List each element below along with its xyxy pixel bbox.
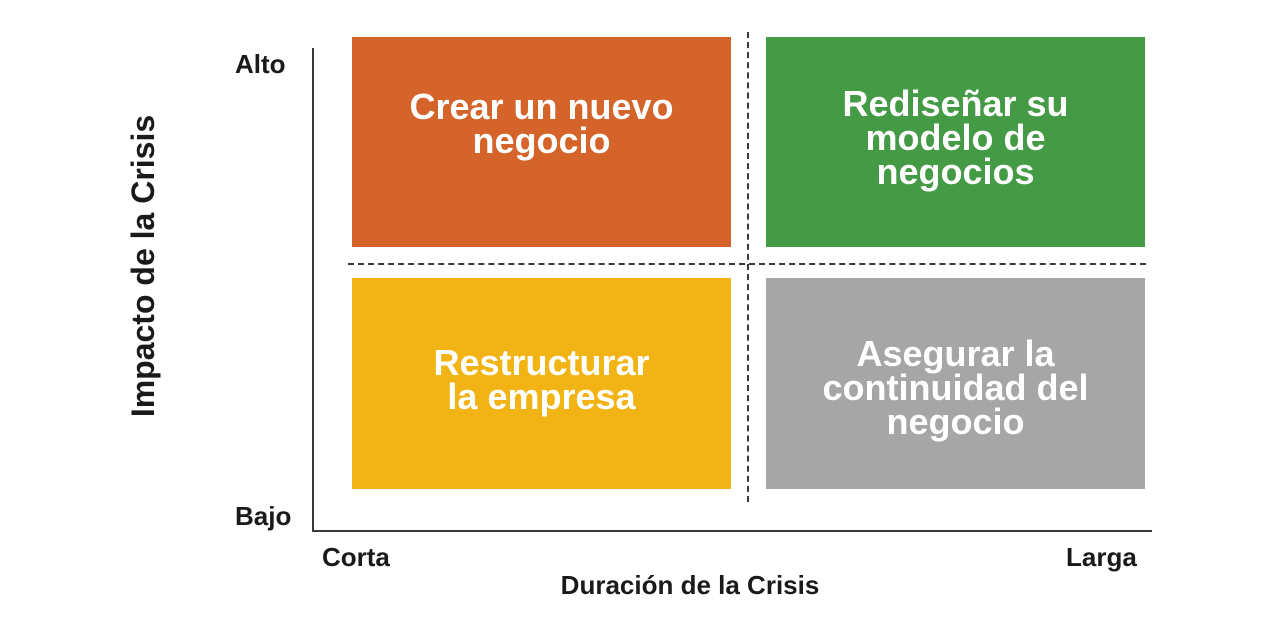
quadrant-bottom-left-line-1: Restructurar (433, 341, 650, 383)
y-axis-line (312, 48, 314, 532)
quadrant-top-left: Crear un nuevo negocio (352, 37, 731, 247)
quadrant-top-left-line-1: Crear un nuevo (409, 86, 674, 127)
quadrant-bottom-right: Asegurar la continuidad del negocio (766, 278, 1145, 489)
vertical-divider (747, 32, 749, 502)
quadrant-top-right-line-3: negocios (876, 151, 1035, 192)
quadrant-bottom-right-line-3: negocio (886, 400, 1025, 442)
quadrant-bottom-right-line-1: Asegurar la (856, 332, 1055, 374)
x-axis-low-label: Corta (322, 542, 390, 572)
quadrant-top-right-line-2: modelo de (865, 117, 1046, 158)
x-axis-line (312, 530, 1152, 532)
quadrant-bottom-left: Restructurar la empresa (352, 278, 731, 489)
quadrant-top-right-line-1: Rediseñar su (842, 83, 1069, 124)
x-axis-high-label: Larga (1066, 542, 1137, 572)
y-axis-title: Impacto de la Crisis (125, 114, 161, 418)
quadrant-top-left-line-2: negocio (472, 120, 611, 161)
y-axis-high-label: Alto (235, 49, 286, 79)
horizontal-divider (348, 263, 1146, 265)
quadrant-bottom-right-line-2: continuidad del (822, 366, 1089, 408)
y-axis-low-label: Bajo (235, 501, 292, 531)
quadrant-top-right: Rediseñar su modelo de negocios (766, 37, 1145, 247)
quadrant-bottom-left-line-2: la empresa (447, 375, 636, 417)
x-axis-title: Duración de la Crisis (560, 570, 820, 600)
